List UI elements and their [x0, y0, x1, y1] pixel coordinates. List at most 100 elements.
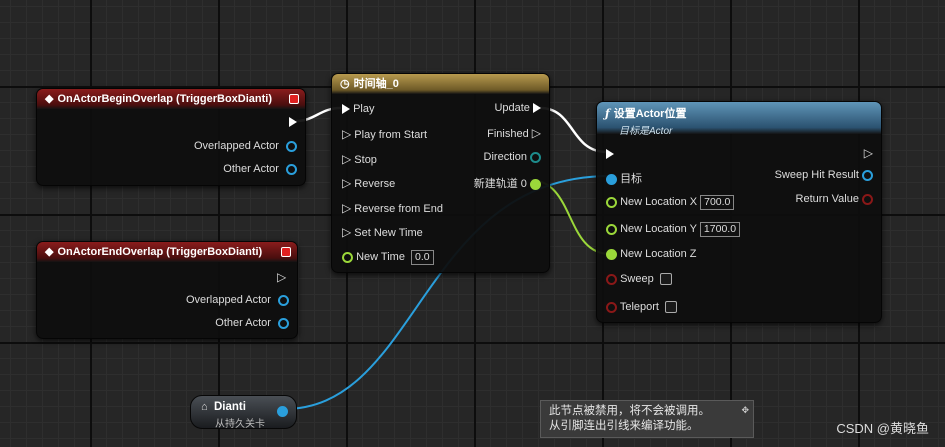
timeline-update-row: Update	[494, 102, 541, 114]
reverse-from-end-label: Reverse from End	[354, 203, 443, 215]
set-location-exec-in-pin[interactable]	[606, 149, 614, 160]
target-row: 目标	[606, 170, 642, 186]
begin-other-actor-label: Other Actor	[223, 163, 279, 175]
loc-z-row: New Location Z	[606, 248, 697, 260]
end-other-actor-pin[interactable]	[278, 317, 289, 329]
begin-overlap-header: ◆OnActorBeginOverlap (TriggerBoxDianti)	[37, 89, 305, 109]
teleport-row: Teleport	[606, 301, 677, 314]
return-value-pin[interactable]	[862, 193, 873, 205]
dianti-output-pin[interactable]	[277, 406, 288, 417]
loc-z-label: New Location Z	[620, 248, 697, 260]
update-exec-pin[interactable]	[533, 103, 541, 114]
function-icon: ƒ	[605, 107, 610, 120]
set-new-time-exec-pin[interactable]: ▷	[342, 225, 352, 239]
clock-icon: ◷	[340, 78, 350, 90]
sweep-hit-label: Sweep Hit Result	[774, 169, 859, 181]
loc-x-input[interactable]: 700.0	[700, 195, 735, 210]
end-overlapped-actor-pin[interactable]	[278, 294, 289, 306]
direction-label: Direction	[483, 151, 527, 163]
dianti-variable-node[interactable]: ⌂ Dianti 从持久关卡	[190, 395, 297, 430]
end-overlap-header: ◆OnActorEndOverlap (TriggerBoxDianti)	[37, 242, 297, 262]
target-pin[interactable]	[606, 173, 617, 185]
reverse-from-end-exec-pin[interactable]: ▷	[342, 201, 352, 215]
timeline-track-row: 新建轨道 0	[474, 175, 541, 191]
end-overlap-node[interactable]: ◆OnActorEndOverlap (TriggerBoxDianti) ▷ …	[36, 241, 298, 339]
finished-exec-pin[interactable]: ▷	[531, 126, 541, 140]
begin-overlapped-actor-row: Overlapped Actor	[194, 140, 297, 152]
set-location-subtitle: 目标是Actor	[619, 126, 673, 137]
timeline-direction-row: Direction	[484, 151, 541, 163]
new-time-label: New Time	[356, 251, 405, 263]
reverse-exec-pin[interactable]: ▷	[342, 176, 352, 190]
delegate-pin-icon[interactable]	[281, 247, 291, 257]
delegate-pin-icon[interactable]	[289, 94, 299, 104]
set-location-exec-out-pin[interactable]: ▷	[863, 146, 873, 160]
timeline-play-row[interactable]: Play	[342, 103, 374, 115]
loc-y-pin[interactable]	[606, 223, 617, 235]
timeline-finished-row: Finished ▷	[487, 126, 541, 140]
teleport-pin[interactable]	[606, 301, 617, 313]
tooltip-line-1: 此节点被禁用，将不会被调用。	[549, 405, 710, 417]
disabled-node-tooltip: 此节点被禁用，将不会被调用。 从引脚连出引线来编译功能。 ✥	[540, 400, 754, 438]
dianti-name: Dianti	[214, 401, 246, 413]
begin-overlap-exec-out-pin[interactable]	[289, 117, 297, 127]
set-location-exec-in-row	[606, 148, 614, 160]
return-value-row: Return Value	[796, 193, 873, 205]
new-time-pin[interactable]	[342, 251, 353, 263]
new-time-input[interactable]: 0.0	[411, 250, 434, 265]
direction-pin[interactable]	[530, 151, 541, 163]
begin-overlapped-actor-label: Overlapped Actor	[193, 140, 279, 152]
sweep-hit-pin[interactable]	[862, 169, 873, 181]
end-overlap-exec-out-pin[interactable]: ▷	[277, 270, 287, 284]
event-diamond-icon: ◆	[45, 246, 54, 258]
timeline-new-time-row: New Time 0.0	[342, 250, 434, 265]
teleport-checkbox[interactable]	[665, 301, 677, 314]
sweep-checkbox[interactable]	[659, 273, 672, 286]
play-label: Play	[353, 103, 375, 115]
track-pin[interactable]	[530, 178, 541, 190]
end-overlapped-actor-row: Overlapped Actor	[186, 294, 289, 306]
loc-z-pin[interactable]	[606, 248, 617, 260]
timeline-node[interactable]: ◷时间轴_0 Play ▷ Play from Start ▷ Stop ▷ R…	[331, 73, 550, 273]
stop-label: Stop	[354, 154, 377, 166]
loc-y-label: New Location Y	[620, 223, 697, 235]
sweep-hit-row: Sweep Hit Result	[775, 169, 873, 181]
begin-overlap-node[interactable]: ◆OnActorBeginOverlap (TriggerBoxDianti) …	[36, 88, 306, 186]
set-location-title: 设置Actor位置	[613, 108, 687, 120]
sweep-row: Sweep	[606, 273, 672, 286]
target-label: 目标	[620, 173, 643, 185]
stop-exec-pin[interactable]: ▷	[342, 152, 352, 166]
timeline-reverse-from-end-row[interactable]: ▷ Reverse from End	[342, 201, 443, 215]
timeline-set-new-time-row[interactable]: ▷ Set New Time	[342, 225, 423, 239]
end-other-actor-row: Other Actor	[215, 317, 289, 329]
return-value-label: Return Value	[795, 193, 859, 205]
play-from-start-exec-pin[interactable]: ▷	[342, 127, 352, 141]
watermark: CSDN @黄晓鱼	[836, 421, 929, 436]
sweep-label: Sweep	[620, 273, 654, 285]
update-label: Update	[494, 102, 530, 114]
play-exec-pin[interactable]	[342, 104, 350, 115]
tooltip-line-2: 从引脚连出引线来编译功能。	[549, 420, 699, 432]
loc-y-input[interactable]: 1700.0	[699, 222, 741, 237]
begin-other-actor-row: Other Actor	[223, 163, 297, 175]
begin-other-actor-pin[interactable]	[286, 163, 297, 175]
timeline-title: 时间轴_0	[353, 78, 399, 90]
timeline-header: ◷时间轴_0	[332, 74, 549, 94]
set-new-time-label: Set New Time	[354, 227, 423, 239]
end-overlap-title: OnActorEndOverlap (TriggerBoxDianti)	[57, 246, 263, 258]
pin-icon: ✥	[741, 405, 749, 415]
level-icon: ⌂	[201, 401, 208, 413]
end-overlapped-actor-label: Overlapped Actor	[185, 294, 271, 306]
loc-x-pin[interactable]	[606, 196, 617, 208]
event-diamond-icon: ◆	[45, 93, 54, 105]
timeline-reverse-row[interactable]: ▷ Reverse	[342, 176, 395, 190]
set-location-exec-out-row: ▷	[864, 146, 873, 160]
timeline-stop-row[interactable]: ▷ Stop	[342, 152, 377, 166]
timeline-play-from-start-row[interactable]: ▷ Play from Start	[342, 127, 427, 141]
begin-overlapped-actor-pin[interactable]	[286, 140, 297, 152]
end-other-actor-label: Other Actor	[215, 317, 271, 329]
sweep-pin[interactable]	[606, 273, 617, 285]
play-from-start-label: Play from Start	[354, 129, 428, 141]
